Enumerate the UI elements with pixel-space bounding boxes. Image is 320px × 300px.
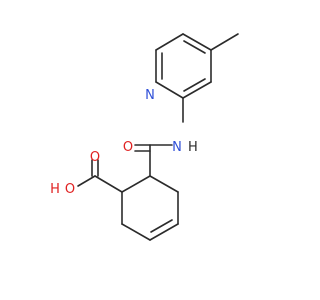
- molecule-structure: N N H O O H O: [50, 33, 239, 241]
- atom-label: H: [50, 182, 60, 197]
- bond: [149, 175, 179, 193]
- bond-double: [183, 78, 206, 92]
- bond: [210, 33, 239, 51]
- atom-label: N: [172, 140, 182, 155]
- bond: [94, 175, 123, 193]
- atom-label: O: [90, 150, 100, 165]
- atom-label: O: [65, 182, 75, 197]
- atom-label: N: [145, 88, 155, 103]
- bond: [155, 81, 184, 99]
- bond: [155, 33, 184, 51]
- atom-label: O: [123, 140, 133, 155]
- bond: [182, 81, 212, 99]
- bond-double: [183, 40, 206, 54]
- bond: [121, 175, 151, 193]
- bond-double: [150, 219, 173, 233]
- molecule-canvas: N N H O O H O: [50, 33, 239, 241]
- bond: [182, 33, 212, 51]
- bond: [149, 223, 179, 241]
- atom-label: H: [188, 140, 198, 155]
- bond: [77, 175, 96, 187]
- bond: [121, 223, 151, 241]
